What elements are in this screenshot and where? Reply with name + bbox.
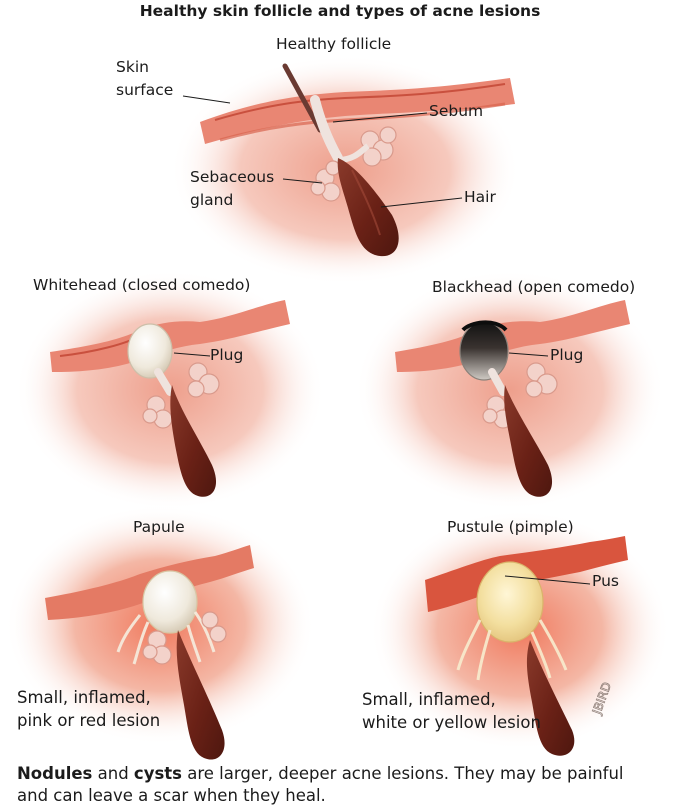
footnote: Nodules and cysts are larger, deeper acn… <box>17 763 624 807</box>
papule-caption-line2: pink or red lesion <box>17 709 160 732</box>
papule-heading: Papule <box>133 518 185 536</box>
nodules-term: Nodules <box>17 764 92 783</box>
skin-surface-label-line2: surface <box>116 81 173 99</box>
sebaceous-gland-label-line2: gland <box>190 191 233 209</box>
blackhead-illustration <box>355 270 665 510</box>
blackhead-plug-label: Plug <box>550 346 583 364</box>
pustule-caption-line1: Small, inflamed, <box>362 688 496 711</box>
footnote-line1: Nodules and cysts are larger, deeper acn… <box>17 763 624 785</box>
blackhead-heading: Blackhead (open comedo) <box>432 278 635 296</box>
hair-label: Hair <box>464 188 496 206</box>
footnote-line2: and can leave a scar when they heal. <box>17 785 624 807</box>
cysts-term: cysts <box>134 764 182 783</box>
whitehead-plug-label: Plug <box>210 346 243 364</box>
whitehead-illustration <box>15 270 325 510</box>
sebaceous-gland-label-line1: Sebaceous <box>190 168 274 186</box>
sebum-label: Sebum <box>429 102 483 120</box>
pustule-heading: Pustule (pimple) <box>447 518 574 536</box>
footnote-and: and <box>92 764 134 783</box>
pustule-pus-label: Pus <box>592 572 619 590</box>
whitehead-heading: Whitehead (closed comedo) <box>33 276 250 294</box>
healthy-follicle-heading: Healthy follicle <box>276 35 391 53</box>
footnote-line1-rest: are larger, deeper acne lesions. They ma… <box>182 764 624 783</box>
skin-surface-label-line1: Skin <box>116 58 149 76</box>
pustule-caption-line2: white or yellow lesion <box>362 711 541 734</box>
papule-caption-line1: Small, inflamed, <box>17 686 151 709</box>
figure-title: Healthy skin follicle and types of acne … <box>0 2 680 20</box>
